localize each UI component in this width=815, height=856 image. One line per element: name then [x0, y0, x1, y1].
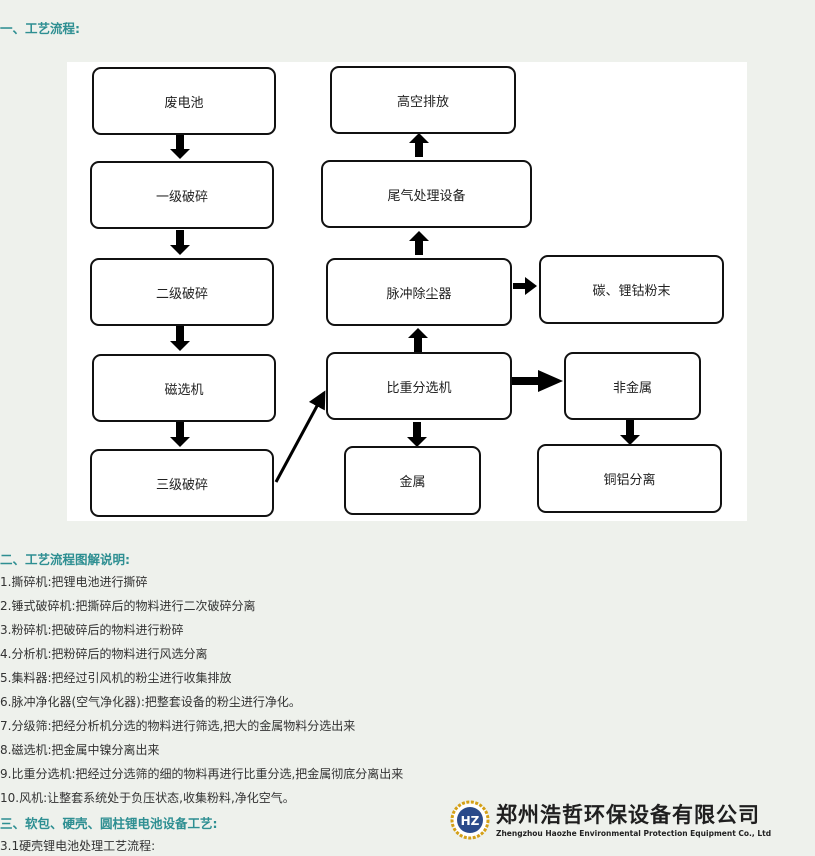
arrow-down-2 [170, 230, 190, 255]
arrow-up-1 [409, 133, 429, 157]
logo-mark-icon: HZ [450, 800, 490, 840]
section1-heading: 一、工艺流程: [0, 21, 80, 36]
section3-subheading: 3.1硬壳锂电池处理工艺流程: [0, 839, 156, 853]
arrow-diagonal [274, 390, 326, 483]
list-item: 4.分析机:把粉碎后的物料进行风选分离 [0, 647, 208, 661]
node-secondary-crush: 二级破碎 [90, 258, 274, 326]
list-item: 2.锤式破碎机:把撕碎后的物料进行二次破碎分离 [0, 599, 256, 613]
node-exhaust-treatment: 尾气处理设备 [321, 160, 532, 228]
node-metal: 金属 [344, 446, 481, 515]
node-gravity-separator: 比重分选机 [326, 352, 512, 420]
list-item: 7.分级筛:把经分析机分选的物料进行筛选,把大的金属物料分选出来 [0, 719, 356, 733]
arrow-down-4 [170, 422, 190, 447]
list-item: 1.撕碎机:把锂电池进行撕碎 [0, 575, 148, 589]
arrow-down-metal [407, 422, 427, 447]
list-item: 9.比重分选机:把经过分选筛的细的物料再进行比重分选,把金属彻底分离出来 [0, 767, 404, 781]
node-tertiary-crush: 三级破碎 [90, 449, 274, 517]
node-waste-battery: 废电池 [92, 67, 276, 135]
list-item: 5.集料器:把经过引风机的粉尘进行收集排放 [0, 671, 232, 685]
process-flow-diagram: 废电池 一级破碎 二级破碎 磁选机 三级破碎 高空排放 尾气处理设备 脉冲除尘器… [67, 62, 747, 521]
list-item: 3.粉碎机:把破碎后的物料进行粉碎 [0, 623, 184, 637]
node-copper-aluminum: 铜铝分离 [537, 444, 722, 513]
list-item: 6.脉冲净化器(空气净化器):把整套设备的粉尘进行净化。 [0, 695, 301, 709]
arrow-up-3 [408, 328, 428, 352]
node-non-metal: 非金属 [564, 352, 701, 420]
node-magnetic-separator: 磁选机 [92, 354, 276, 422]
list-item: 8.磁选机:把金属中镍分离出来 [0, 743, 160, 757]
arrow-right-carbon [513, 277, 537, 295]
arrow-right-nonmetal [512, 370, 563, 392]
arrow-down-copper [620, 420, 640, 445]
node-pulse-dust-collector: 脉冲除尘器 [326, 258, 512, 326]
company-name-cn: 郑州浩哲环保设备有限公司 [496, 802, 760, 827]
section3-heading: 三、软包、硬壳、圆柱锂电池设备工艺: [0, 816, 218, 831]
arrow-down-1 [170, 134, 190, 159]
company-logo: HZ 郑州浩哲环保设备有限公司 Zhengzhou Haozhe Environ… [450, 798, 790, 844]
node-carbon-powder: 碳、锂钴粉末 [539, 255, 724, 324]
section2-heading: 二、工艺流程图解说明: [0, 552, 130, 567]
arrow-up-2 [409, 231, 429, 255]
company-name-en: Zhengzhou Haozhe Environmental Protectio… [496, 829, 772, 838]
list-item: 10.风机:让整套系统处于负压状态,收集粉料,净化空气。 [0, 791, 295, 805]
arrow-down-3 [170, 326, 190, 351]
node-primary-crush: 一级破碎 [90, 161, 274, 229]
logo-mark-text: HZ [461, 814, 480, 828]
node-high-altitude-emission: 高空排放 [330, 66, 516, 134]
flow-arrows [170, 133, 640, 483]
